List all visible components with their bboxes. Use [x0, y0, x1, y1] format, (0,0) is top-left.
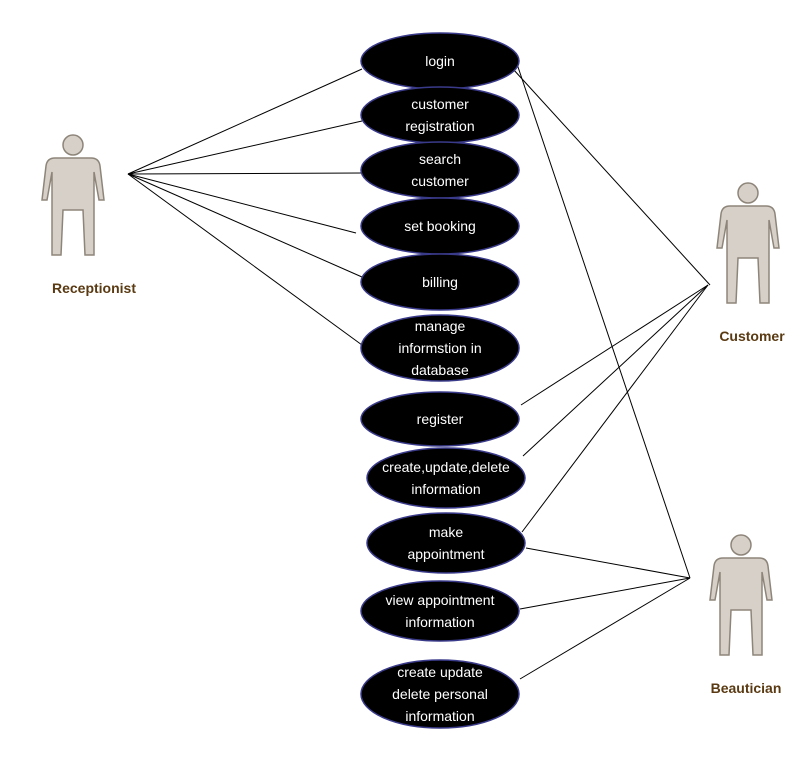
use-case-label: make — [429, 524, 463, 540]
use-case-make-appointment: make appointment — [366, 512, 526, 574]
use-case-ellipse — [366, 447, 526, 509]
use-case-label: registration — [405, 118, 474, 134]
use-case-set-booking: set booking — [360, 197, 520, 255]
use-case-ellipse — [360, 659, 520, 729]
use-case-label: information — [405, 614, 474, 630]
association-line — [521, 284, 709, 533]
use-case-ellipse — [366, 512, 526, 574]
association-line — [127, 173, 363, 278]
use-case-label: customer — [411, 96, 469, 112]
use-case-label: database — [411, 362, 469, 378]
association-line — [127, 172, 363, 175]
actor-receptionist — [41, 134, 105, 256]
actor-label-receptionist: Receptionist — [52, 280, 136, 296]
association-line — [127, 173, 357, 234]
association-line — [512, 68, 711, 286]
use-case-register: register — [360, 391, 520, 447]
actor-beautician — [709, 534, 773, 656]
use-case-ellipse — [360, 391, 520, 447]
use-case-label: appointment — [407, 546, 484, 562]
use-case-billing: billing — [360, 253, 520, 311]
use-case-label: customer — [411, 173, 469, 189]
use-case-manage-information: manage informstion in database — [360, 314, 520, 382]
association-line — [519, 577, 691, 610]
use-case-label: information — [405, 708, 474, 724]
person-icon — [709, 534, 773, 656]
use-case-view-appointment-information: view appointment information — [360, 580, 520, 642]
use-case-customer-registration: customer registration — [360, 86, 520, 144]
use-case-label: register — [417, 411, 464, 427]
use-case-create-update-delete-information: create,update,delete information — [366, 447, 526, 509]
association-line — [127, 173, 363, 346]
use-case-label: login — [425, 53, 455, 69]
association-line — [525, 547, 691, 579]
use-case-login: login — [360, 32, 520, 90]
association-line — [519, 577, 691, 680]
person-icon — [41, 134, 105, 256]
actor-customer — [716, 182, 780, 304]
use-cases: logincustomerregistrationsearchcustomers… — [360, 32, 526, 729]
actor-label-beautician: Beautician — [711, 680, 782, 696]
person-icon — [716, 182, 780, 304]
use-case-label: manage — [415, 318, 466, 334]
use-case-ellipse — [360, 253, 520, 311]
use-case-create-update-delete-personal-information: create update delete personal information — [360, 659, 520, 729]
association-line — [516, 63, 691, 579]
use-case-label: informstion in — [398, 340, 481, 356]
actor-label-customer: Customer — [719, 328, 785, 344]
association-line — [520, 284, 709, 406]
use-case-search-customer: search customer — [360, 141, 520, 199]
association-line — [127, 120, 363, 175]
association-line — [522, 284, 709, 457]
use-case-label: billing — [422, 274, 458, 290]
association-line — [127, 68, 363, 175]
association-lines — [127, 63, 711, 680]
use-case-ellipse — [360, 314, 520, 382]
use-case-label: information — [411, 481, 480, 497]
use-case-label: search — [419, 151, 461, 167]
use-case-label: set booking — [404, 218, 476, 234]
use-case-label: create,update,delete — [382, 459, 510, 475]
use-case-label: create update — [397, 664, 483, 680]
use-case-label: view appointment — [386, 592, 495, 608]
use-case-label: delete personal — [392, 686, 488, 702]
use-case-ellipse — [360, 580, 520, 642]
